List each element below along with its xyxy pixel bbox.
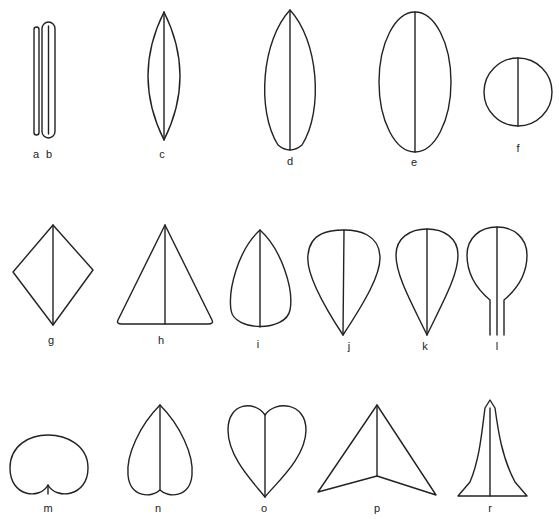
shape-letter: b [46,148,52,161]
shape-letter: d [287,155,293,168]
shape-letter: f [516,142,519,155]
leaf-oblong [42,22,55,138]
shape-letter: e [411,156,417,169]
shape-letter: j [348,340,350,353]
shape-letter: a [33,148,39,161]
leaf-oblanceolate [396,229,458,335]
leaf-reniform [10,435,88,494]
leaf-hastate [458,400,527,496]
leaf-lanceolate [148,12,180,140]
leaf-spatulate [467,227,527,335]
shape-letter: h [158,334,164,347]
shape-letter: l [496,340,498,353]
leaf-oval [379,12,451,152]
leaf-sagittate [318,405,436,495]
shape-letter: r [488,502,492,515]
shape-letter: p [374,502,380,515]
leaf-orbicular [484,58,552,126]
shape-letter: g [48,334,54,347]
leaf-deltoid [118,225,213,324]
leaf-obcordate [228,406,306,497]
leaf-rhomboid [13,225,93,325]
leaf-cordate [128,405,192,495]
shape-letter: m [43,502,52,515]
shape-letter: o [261,502,267,515]
leaf-ovate [230,230,290,327]
shape-letter: k [422,340,428,353]
shape-letter: n [155,502,161,515]
shape-letter: c [159,148,165,161]
leaf-linear [34,27,39,135]
leaf-elliptic [265,10,316,150]
leaf-obovate [308,230,380,335]
shape-letter: i [257,338,259,351]
